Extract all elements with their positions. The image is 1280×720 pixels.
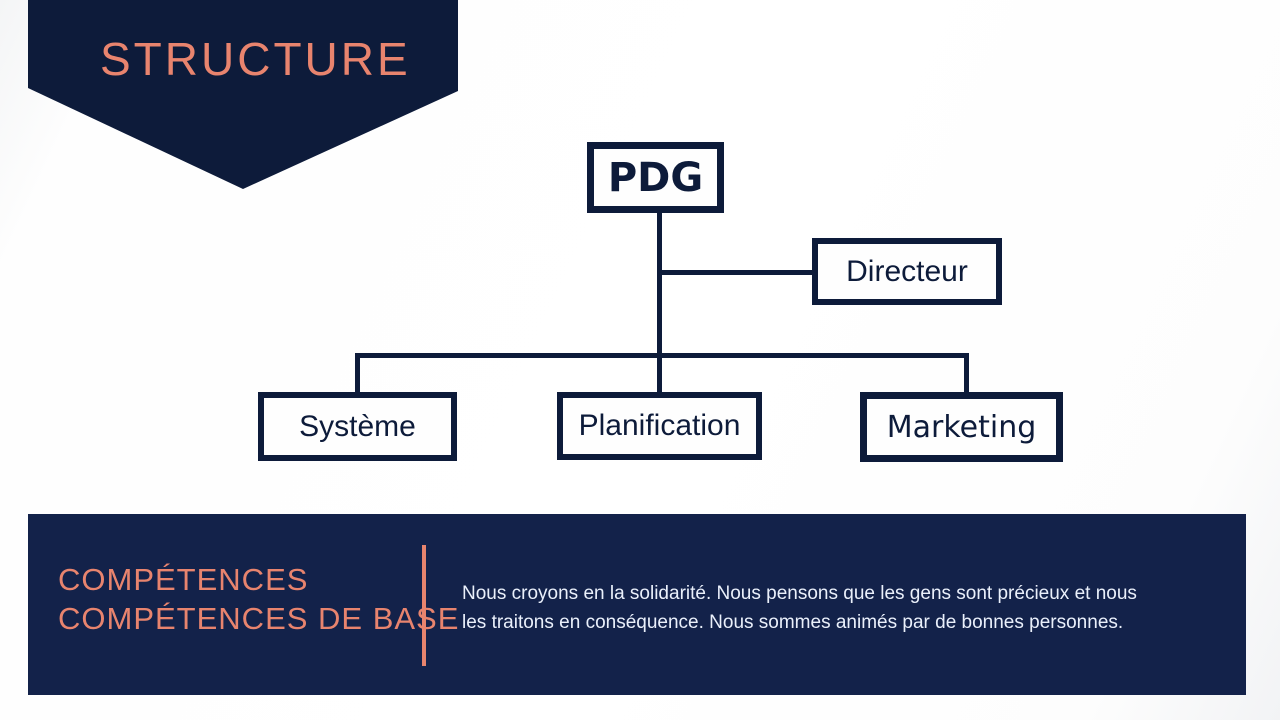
org-node-directeur: Directeur [812,238,1002,305]
footer-divider-line [422,545,426,666]
footer-heading: COMPÉTENCES COMPÉTENCES DE BASE [58,560,459,638]
title-banner-ribbon: STRUCTURE [28,0,458,189]
connector-systeme-drop [355,355,360,394]
footer-body-line1: Nous croyons en la solidarité. Nous pens… [462,583,1137,604]
footer-heading-line2: COMPÉTENCES DE BASE [58,601,460,636]
connector-children-horizontal [355,353,969,358]
footer-body-text: Nous croyons en la solidarité. Nous pens… [462,579,1137,637]
footer-band: COMPÉTENCES COMPÉTENCES DE BASE Nous cro… [28,514,1246,695]
footer-body-line2: les traitons en conséquence. Nous sommes… [462,612,1124,633]
org-node-planification: Planification [557,392,762,460]
connector-marketing-drop [964,355,969,394]
org-node-systeme: Système [258,392,457,461]
org-node-pdg: PDG [587,142,724,213]
connector-root-vertical [657,212,662,394]
footer-heading-line1: COMPÉTENCES [58,562,309,597]
connector-directeur-branch [660,270,814,275]
slide-title: STRUCTURE [100,33,411,85]
org-node-marketing: Marketing [860,392,1063,462]
